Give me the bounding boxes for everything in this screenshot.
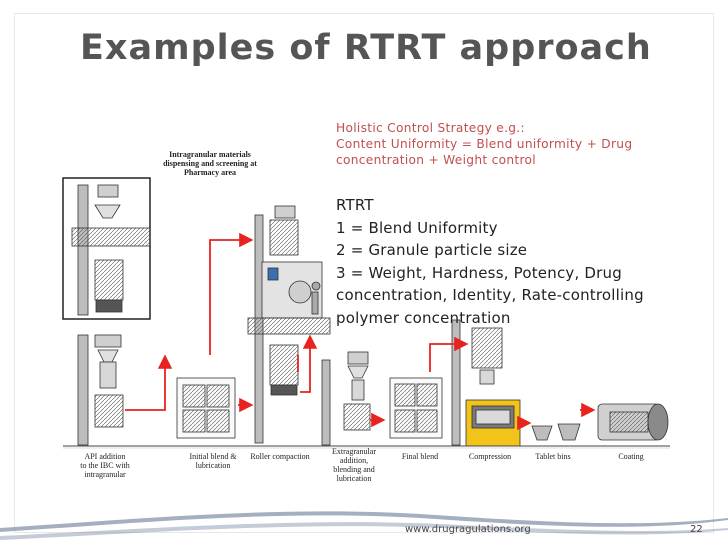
extragranular-station — [321, 351, 371, 446]
rtrt-item-2: 2 = Granule particle size — [336, 241, 528, 259]
rtrt-item-1: 1 = Blend Uniformity — [336, 218, 498, 237]
intragranular-box — [62, 177, 151, 320]
holistic-strategy-text: Holistic Control Strategy e.g.: Content … — [336, 121, 633, 167]
footer-url: www.drugragulations.org — [405, 524, 531, 535]
rtrt-item-3-end: polymer concentration — [336, 308, 511, 327]
page-number: 22 — [690, 524, 703, 535]
label-tablet-bins: Tablet bins — [535, 452, 571, 461]
label-compression: Compression — [468, 452, 512, 461]
label-extragranular: Extragranular addition, blending and lub… — [332, 447, 376, 483]
final-blend-station — [389, 377, 443, 439]
rtrt-item-3-cont: concentration, Identity, Rate-controllin… — [336, 286, 644, 304]
initial-blend-station — [176, 377, 236, 439]
rtrt-heading: RTRT — [336, 196, 374, 214]
label-coating: Coating — [618, 452, 644, 461]
rtrt-list: RTRT 1 = Blend Uniformity 2 = Granule pa… — [336, 194, 706, 329]
roller-station — [247, 205, 331, 444]
label-roller-compaction: Roller compaction — [250, 452, 310, 461]
intragranular-label: Intragranular materials dispensing and s… — [163, 150, 257, 177]
api-station — [77, 334, 124, 446]
label-api-addition: API addition to the IBC with intragranul… — [80, 452, 130, 479]
slide-title: Examples of RTRT approach — [80, 28, 652, 68]
decorative-ribbon — [0, 511, 728, 540]
rtrt-item-3: 3 = Weight, Hardness, Potency, Drug — [336, 263, 622, 282]
slide-frame — [14, 13, 714, 533]
label-initial-blend: Initial blend & lubrication — [189, 452, 237, 470]
label-final-blend: Final blend — [401, 452, 439, 461]
compression-station — [451, 319, 521, 447]
coating-drum — [597, 403, 669, 441]
dispensing-station — [71, 184, 151, 316]
flow-arrows — [125, 232, 596, 431]
tablet-bins — [531, 423, 581, 441]
